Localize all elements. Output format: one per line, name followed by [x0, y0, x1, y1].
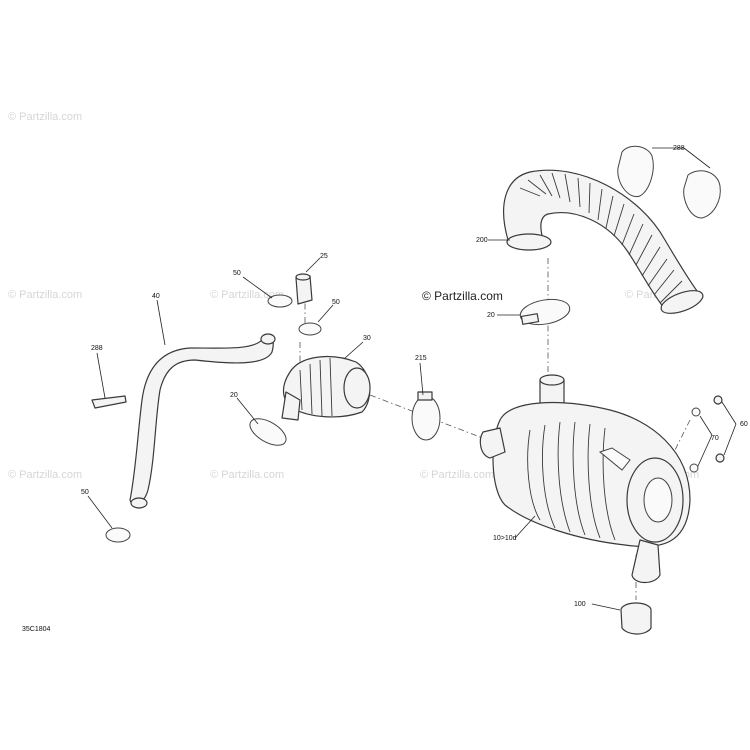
- duct-ribs: [519, 172, 683, 304]
- filter-top-inlet-rim: [539, 374, 565, 386]
- callout-215: 215: [415, 355, 427, 362]
- adapter-nipple: [281, 391, 301, 421]
- retaining-rings-288: [617, 145, 721, 219]
- leader-100: [591, 603, 621, 611]
- callout-50-bottom: 50: [81, 489, 89, 496]
- leader-50-bottom: [87, 495, 113, 529]
- adapter-ribs: [299, 357, 333, 417]
- leader-50-mid: [317, 304, 334, 323]
- filter-ribs: [527, 421, 616, 541]
- callout-40: 40: [152, 293, 160, 300]
- callout-70: 70: [711, 435, 719, 442]
- washer-70-lower: [689, 463, 699, 473]
- clamp-50-bottom: [105, 527, 131, 543]
- clamp-50-top: [267, 294, 293, 308]
- callout-labels: 288 200 20 25 50 50 40 288 30 215 20 50 …: [81, 145, 748, 608]
- hose-clamps-50: [105, 294, 322, 543]
- callout-60: 60: [740, 421, 748, 428]
- clamp-20-right: [519, 298, 571, 326]
- callout-30: 30: [363, 335, 371, 342]
- diagram-code: 35C1804: [22, 626, 51, 633]
- leader-lines: [87, 147, 737, 611]
- callout-100: 100: [574, 601, 586, 608]
- leader-60: [721, 401, 737, 456]
- leader-50-top: [242, 276, 273, 299]
- duct-outlet-cuff: [660, 290, 704, 314]
- clamp-left-band: [249, 418, 287, 446]
- callout-200: 200: [476, 237, 488, 244]
- sleeve-body: [620, 609, 652, 635]
- callout-288-left: 288: [91, 345, 103, 352]
- filter-latch: [598, 447, 631, 471]
- callout-25: 25: [320, 253, 328, 260]
- watermark-left-lower: © Partzilla.com: [8, 469, 82, 481]
- watermark-center-lower: © Partzilla.com: [210, 469, 284, 481]
- ring-left: [617, 145, 654, 198]
- adapter-outlet: [343, 367, 371, 409]
- leader-70: [697, 415, 713, 467]
- callout-50-mid: 50: [332, 299, 340, 306]
- callout-20-left: 20: [230, 392, 238, 399]
- watermark-top-left: © Partzilla.com: [8, 111, 82, 123]
- duct-lower-cuff: [506, 233, 552, 251]
- strap-body: [91, 395, 127, 409]
- leader-20-left: [236, 397, 259, 425]
- bolts-washers: [689, 395, 725, 473]
- tie-strap-288: [91, 395, 127, 409]
- callout-20-right: 20: [487, 312, 495, 319]
- leader-288-left: [96, 352, 106, 399]
- intake-duct-200: [503, 169, 704, 314]
- clamp-215-screw: [417, 391, 433, 401]
- bolt-60-upper: [713, 395, 723, 405]
- hose-end-bottom: [130, 497, 148, 509]
- callout-10-to-10d: 10>10d: [493, 535, 517, 542]
- washer-70-upper: [691, 407, 701, 417]
- leader-25: [305, 257, 321, 273]
- vent-hose-40: [129, 333, 276, 509]
- hose-body: [129, 335, 274, 505]
- clamp-215: [411, 391, 441, 441]
- watermark-center-upper: © Partzilla.com: [210, 289, 284, 301]
- clamp-20-left: [249, 418, 287, 446]
- watermark-left-upper: © Partzilla.com: [8, 289, 82, 301]
- leader-40: [156, 299, 166, 346]
- air-filter-housing-10: [479, 374, 691, 584]
- filter-end-cap-center: [643, 477, 673, 523]
- hose-end-top: [260, 333, 276, 345]
- fitting-top: [295, 273, 311, 281]
- centerline-bolts: [664, 419, 691, 471]
- adapter-30: [281, 355, 371, 421]
- ring-right: [683, 170, 721, 219]
- leader-30: [344, 341, 364, 359]
- watermark-mid-lower: © Partzilla.com: [420, 469, 494, 481]
- clamp-screw-housing: [520, 313, 540, 325]
- clamp-50-mid: [298, 322, 322, 336]
- fitting-25: [295, 273, 313, 305]
- callout-288-top: 288: [673, 145, 685, 152]
- leader-10: [514, 515, 536, 539]
- filter-side-port: [479, 427, 506, 459]
- leader-288-top: [652, 147, 711, 169]
- watermark-main: © Partzilla.com: [422, 289, 503, 303]
- bolt-60-lower: [715, 453, 725, 463]
- sleeve-100: [620, 602, 652, 635]
- clamp-215-band: [411, 395, 441, 441]
- leader-215: [419, 362, 424, 396]
- callout-50-top: 50: [233, 270, 241, 277]
- filter-drain-valve: [631, 539, 661, 584]
